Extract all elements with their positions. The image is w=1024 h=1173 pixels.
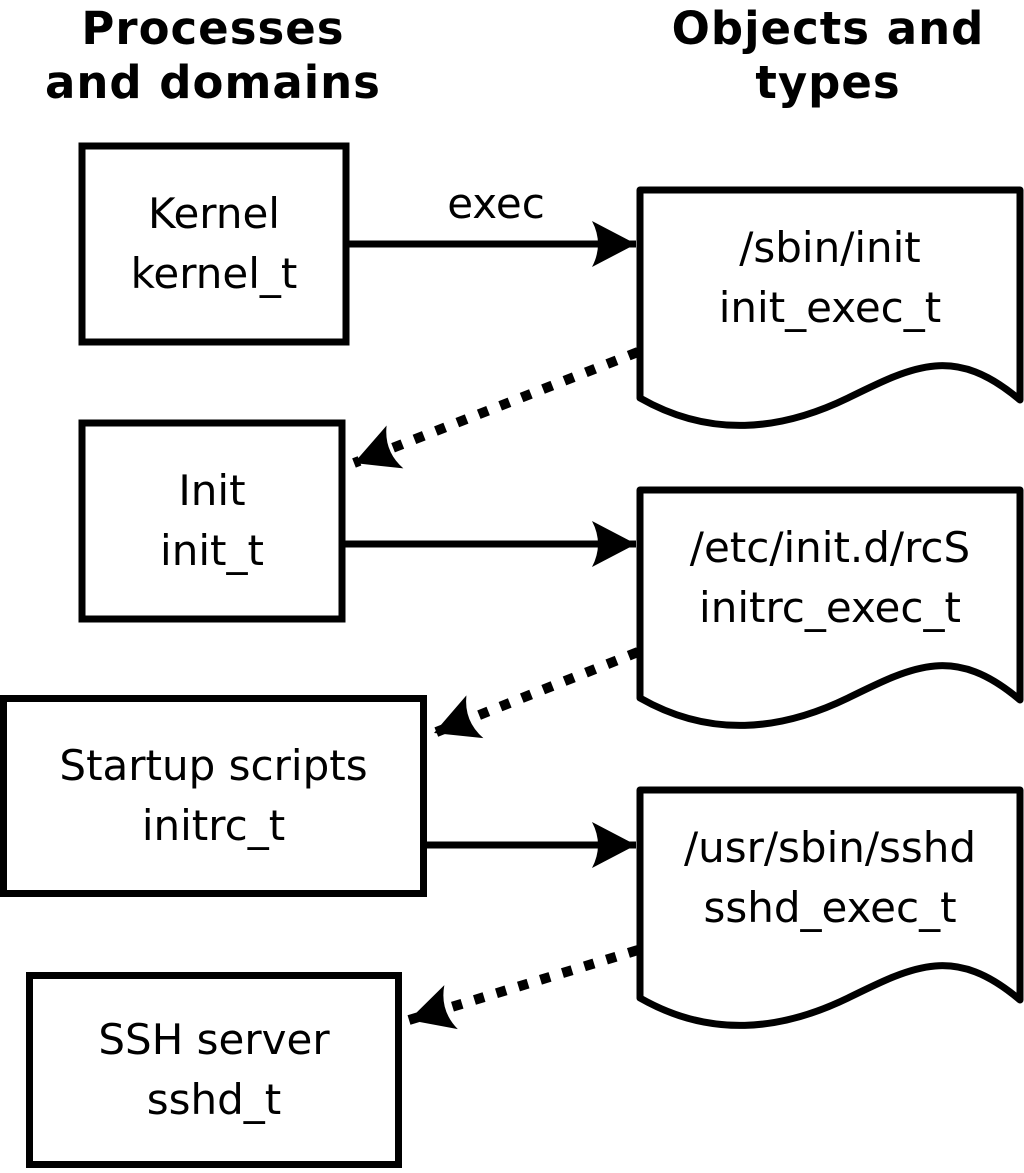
column-header-processes-line1: Processes: [81, 2, 345, 55]
kernel-box: [78, 142, 350, 346]
usr-sbin-sshd-node-label: /usr/sbin/sshd sshd_exec_t: [640, 790, 1020, 966]
startup-scripts-node-name: Startup scripts: [59, 741, 368, 790]
column-header-processes: Processes and domains: [13, 2, 413, 110]
document-sbin-init: [636, 186, 1024, 429]
startup-scripts-box: [0, 695, 427, 897]
startup-scripts-node-label: Startup scripts initrc_t: [0, 695, 427, 897]
etc-initd-rcs-node-type: initrc_exec_t: [699, 583, 961, 632]
ssh-server-node-name: SSH server: [98, 1015, 330, 1064]
usr-sbin-sshd-node-path: /usr/sbin/sshd: [683, 823, 977, 872]
sbin-init-node-type: init_exec_t: [718, 283, 942, 332]
ssh-server-node-label: SSH server sshd_t: [26, 972, 402, 1168]
dotted-arrow-sbin-init-to-init: [352, 347, 640, 469]
startup-scripts-node-type: initrc_t: [141, 801, 286, 850]
ssh-server-node-type: sshd_t: [146, 1075, 282, 1124]
dotted-arrow-sshd-to-sshserver: [407, 945, 640, 1030]
init-node-type: init_t: [160, 526, 264, 575]
column-header-processes-line2: and domains: [45, 56, 381, 109]
document-usr-sbin-sshd: [636, 786, 1024, 1029]
etc-initd-rcs-node-path: /etc/init.d/rcS: [689, 523, 971, 572]
kernel-node-label: Kernel kernel_t: [79, 143, 349, 345]
etc-initd-rcs-node-label: /etc/init.d/rcS initrc_exec_t: [640, 490, 1020, 666]
column-header-objects-line2: types: [755, 56, 901, 109]
sbin-init-node-path: /sbin/init: [739, 223, 921, 272]
kernel-node-type: kernel_t: [130, 249, 298, 298]
exec-edge-label: exec: [447, 179, 545, 228]
ssh-server-box: [26, 972, 402, 1168]
column-header-objects-line1: Objects and: [671, 2, 985, 55]
dotted-arrow-rcs-to-startup: [432, 647, 640, 739]
kernel-node-name: Kernel: [148, 189, 280, 238]
sbin-init-node-label: /sbin/init init_exec_t: [640, 190, 1020, 366]
init-box: [78, 419, 346, 623]
column-header-objects: Objects and types: [628, 2, 1024, 110]
usr-sbin-sshd-node-type: sshd_exec_t: [703, 883, 957, 932]
document-etc-initd-rcs: [636, 486, 1024, 729]
init-node-name: Init: [178, 466, 246, 515]
init-node-label: Init init_t: [79, 420, 345, 622]
